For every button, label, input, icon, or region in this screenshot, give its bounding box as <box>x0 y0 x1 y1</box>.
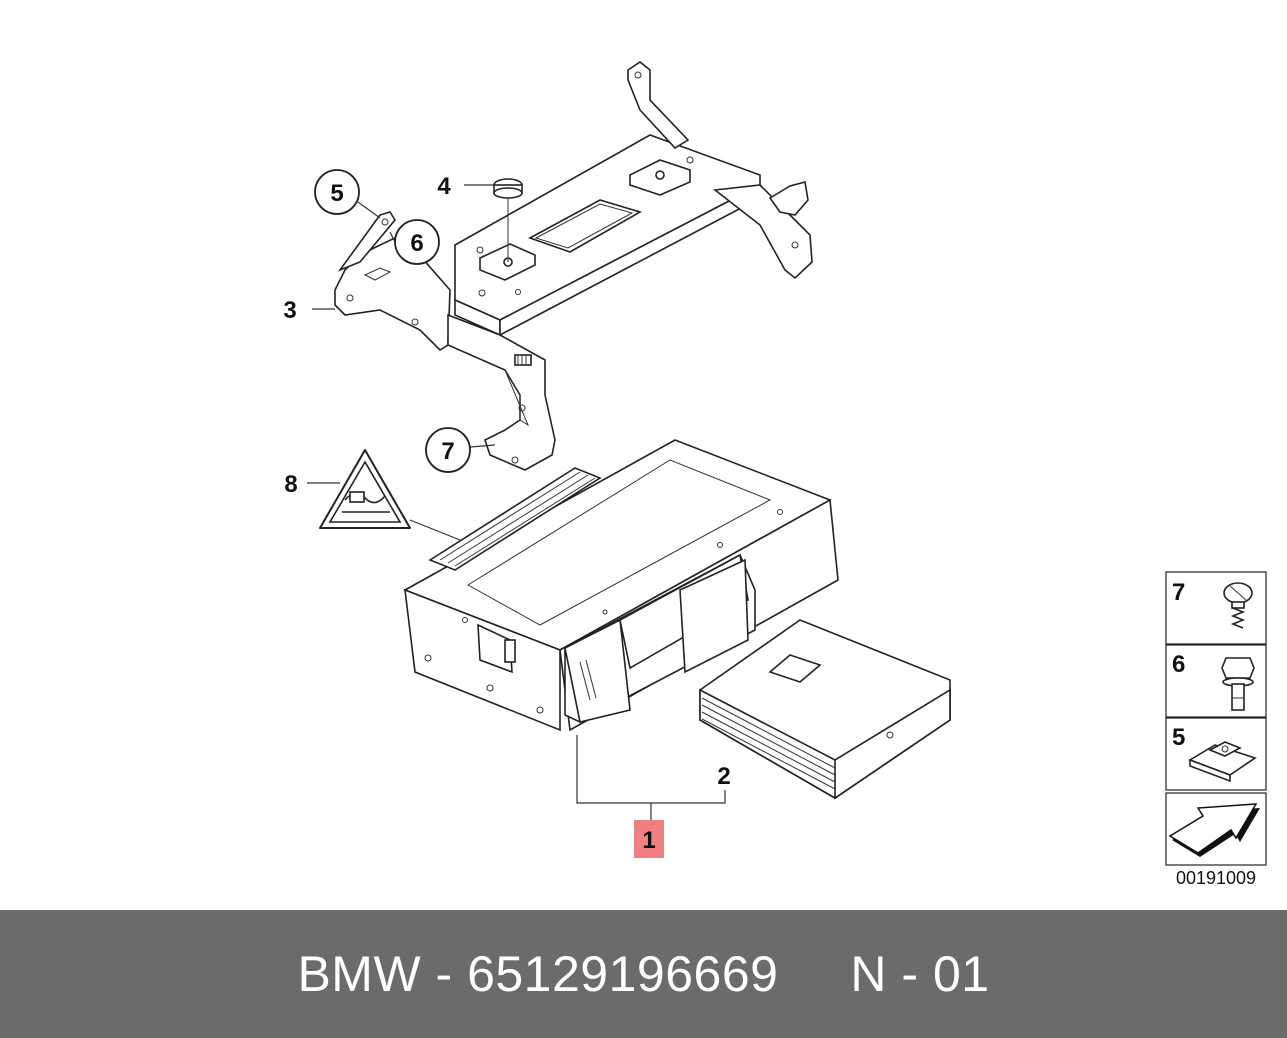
callout-1-label: 1 <box>642 827 655 854</box>
legend-item-1-number: 7 <box>1172 579 1185 606</box>
cd-magazine <box>699 619 951 800</box>
arrow-icon <box>1168 803 1260 857</box>
fastener-legend: 7 6 5 <box>1165 571 1267 866</box>
callout-5-label: 5 <box>330 180 343 207</box>
warning-sign-part-8 <box>319 449 411 529</box>
callout-3-label: 3 <box>283 297 296 324</box>
bolt-icon <box>1221 657 1255 711</box>
mounting-bracket <box>334 61 813 471</box>
callout-8-label: 8 <box>284 471 297 498</box>
callout-7: 7 <box>425 427 471 473</box>
clip-nut-icon <box>1188 741 1257 783</box>
legend-code: 00191009 <box>1175 868 1257 888</box>
callout-5: 5 <box>314 169 360 215</box>
footer-bar: BMW - 65129196669 N - 01 <box>0 910 1287 1038</box>
callout-1-highlight: 1 <box>634 820 664 858</box>
callout-2-label: 2 <box>717 763 730 790</box>
callout-6: 6 <box>394 219 440 265</box>
legend-item-3-number: 5 <box>1172 724 1185 751</box>
leader-lines <box>307 184 726 822</box>
cd-changer <box>403 439 839 732</box>
callout-7-label: 7 <box>441 438 454 465</box>
callout-6-label: 6 <box>410 230 423 257</box>
parts-diagram: 5 6 7 4 3 8 2 1 7 6 5 <box>283 61 1267 888</box>
screw-icon <box>1223 582 1253 629</box>
legend-item-2-number: 6 <box>1172 651 1185 678</box>
diagram-drawing: 5 6 7 4 3 8 2 1 7 6 5 <box>283 61 1267 866</box>
callout-4-label: 4 <box>437 173 451 200</box>
footer-part-number: BMW - 65129196669 N - 01 <box>297 946 990 1002</box>
